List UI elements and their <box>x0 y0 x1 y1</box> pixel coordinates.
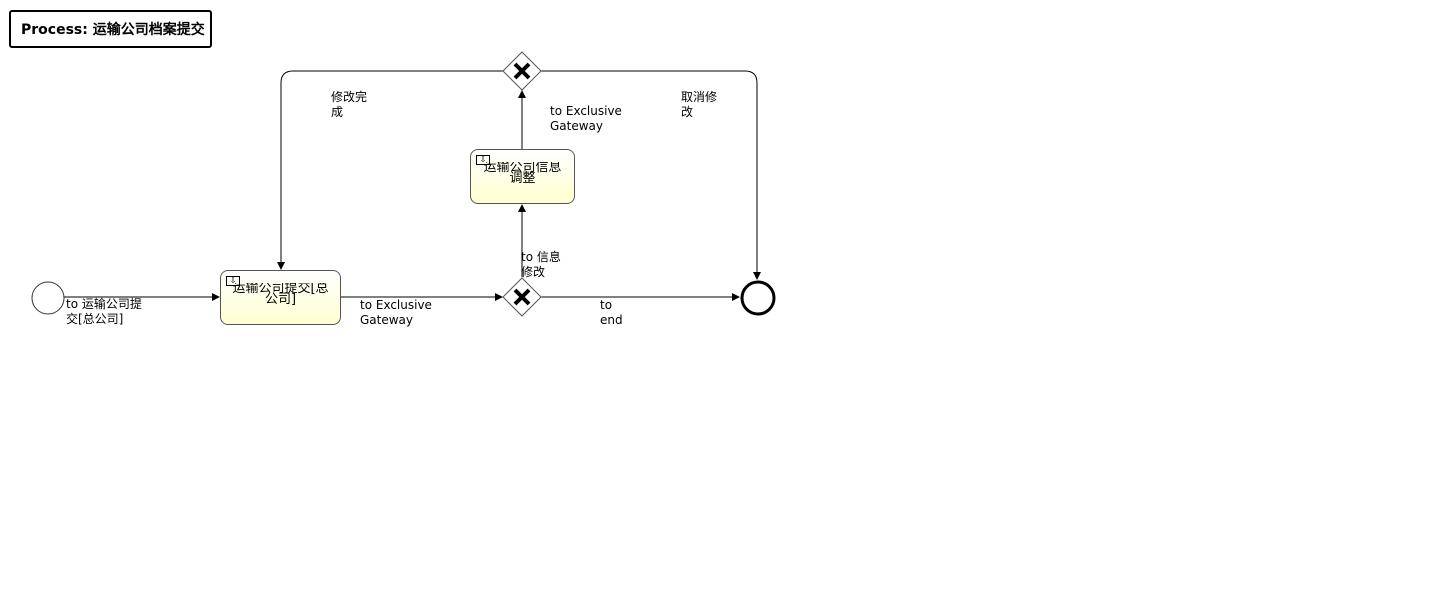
task-label-line: 运输公司提交[总 <box>232 283 329 296</box>
label-line: to Exclusive <box>360 298 432 312</box>
exclusive-gateway-lower[interactable] <box>502 277 542 317</box>
label-line: 成 <box>331 105 344 119</box>
label-adjust-to-gateway: to Exclusive Gateway <box>550 104 622 134</box>
label-line: 改 <box>681 105 694 119</box>
label-line: to <box>600 298 613 312</box>
exclusive-gateway-upper[interactable] <box>502 51 542 91</box>
start-event[interactable] <box>31 281 65 315</box>
label-line: end <box>600 313 623 327</box>
label-gateway-to-end: to end <box>600 298 623 328</box>
label-cancel-modify: 取消修 改 <box>681 90 717 120</box>
task-adjust[interactable]: ⇩ 运输公司信息 调整 <box>470 149 575 204</box>
flow-cancel-modify[interactable] <box>541 70 761 280</box>
user-task-icon: ⇩ <box>476 155 490 165</box>
user-task-icon: ⇩ <box>226 276 240 286</box>
label-line: to Exclusive <box>550 104 622 118</box>
label-line: 交[总公司] <box>66 312 124 326</box>
exclusive-gateway-icon <box>513 288 531 306</box>
label-line: to 信息 <box>521 250 561 264</box>
label-line: 修改 <box>521 265 546 279</box>
task-submit[interactable]: ⇩ 运输公司提交[总 公司] <box>220 270 341 325</box>
exclusive-gateway-icon <box>513 62 531 80</box>
end-event[interactable] <box>740 280 776 316</box>
label-submit-to-gateway: to Exclusive Gateway <box>360 298 432 328</box>
label-line: 取消修 <box>681 90 718 104</box>
task-label-line: 运输公司信息 <box>483 162 562 175</box>
task-label-line: 公司] <box>264 292 297 305</box>
label-line: Gateway <box>550 119 604 133</box>
process-title: Process: 运输公司档案提交 <box>9 10 212 48</box>
label-gateway-to-adjust: to 信息 修改 <box>521 250 561 280</box>
task-label-line: 调整 <box>509 171 536 184</box>
label-line: Gateway <box>360 313 414 327</box>
label-modify-done: 修改完 成 <box>331 90 367 120</box>
label-line: 修改完 <box>331 90 368 104</box>
label-line: to 运输公司提 <box>66 297 142 311</box>
flow-modify-done[interactable] <box>277 70 503 270</box>
label-start-to-submit: to 运输公司提 交[总公司] <box>66 297 142 327</box>
